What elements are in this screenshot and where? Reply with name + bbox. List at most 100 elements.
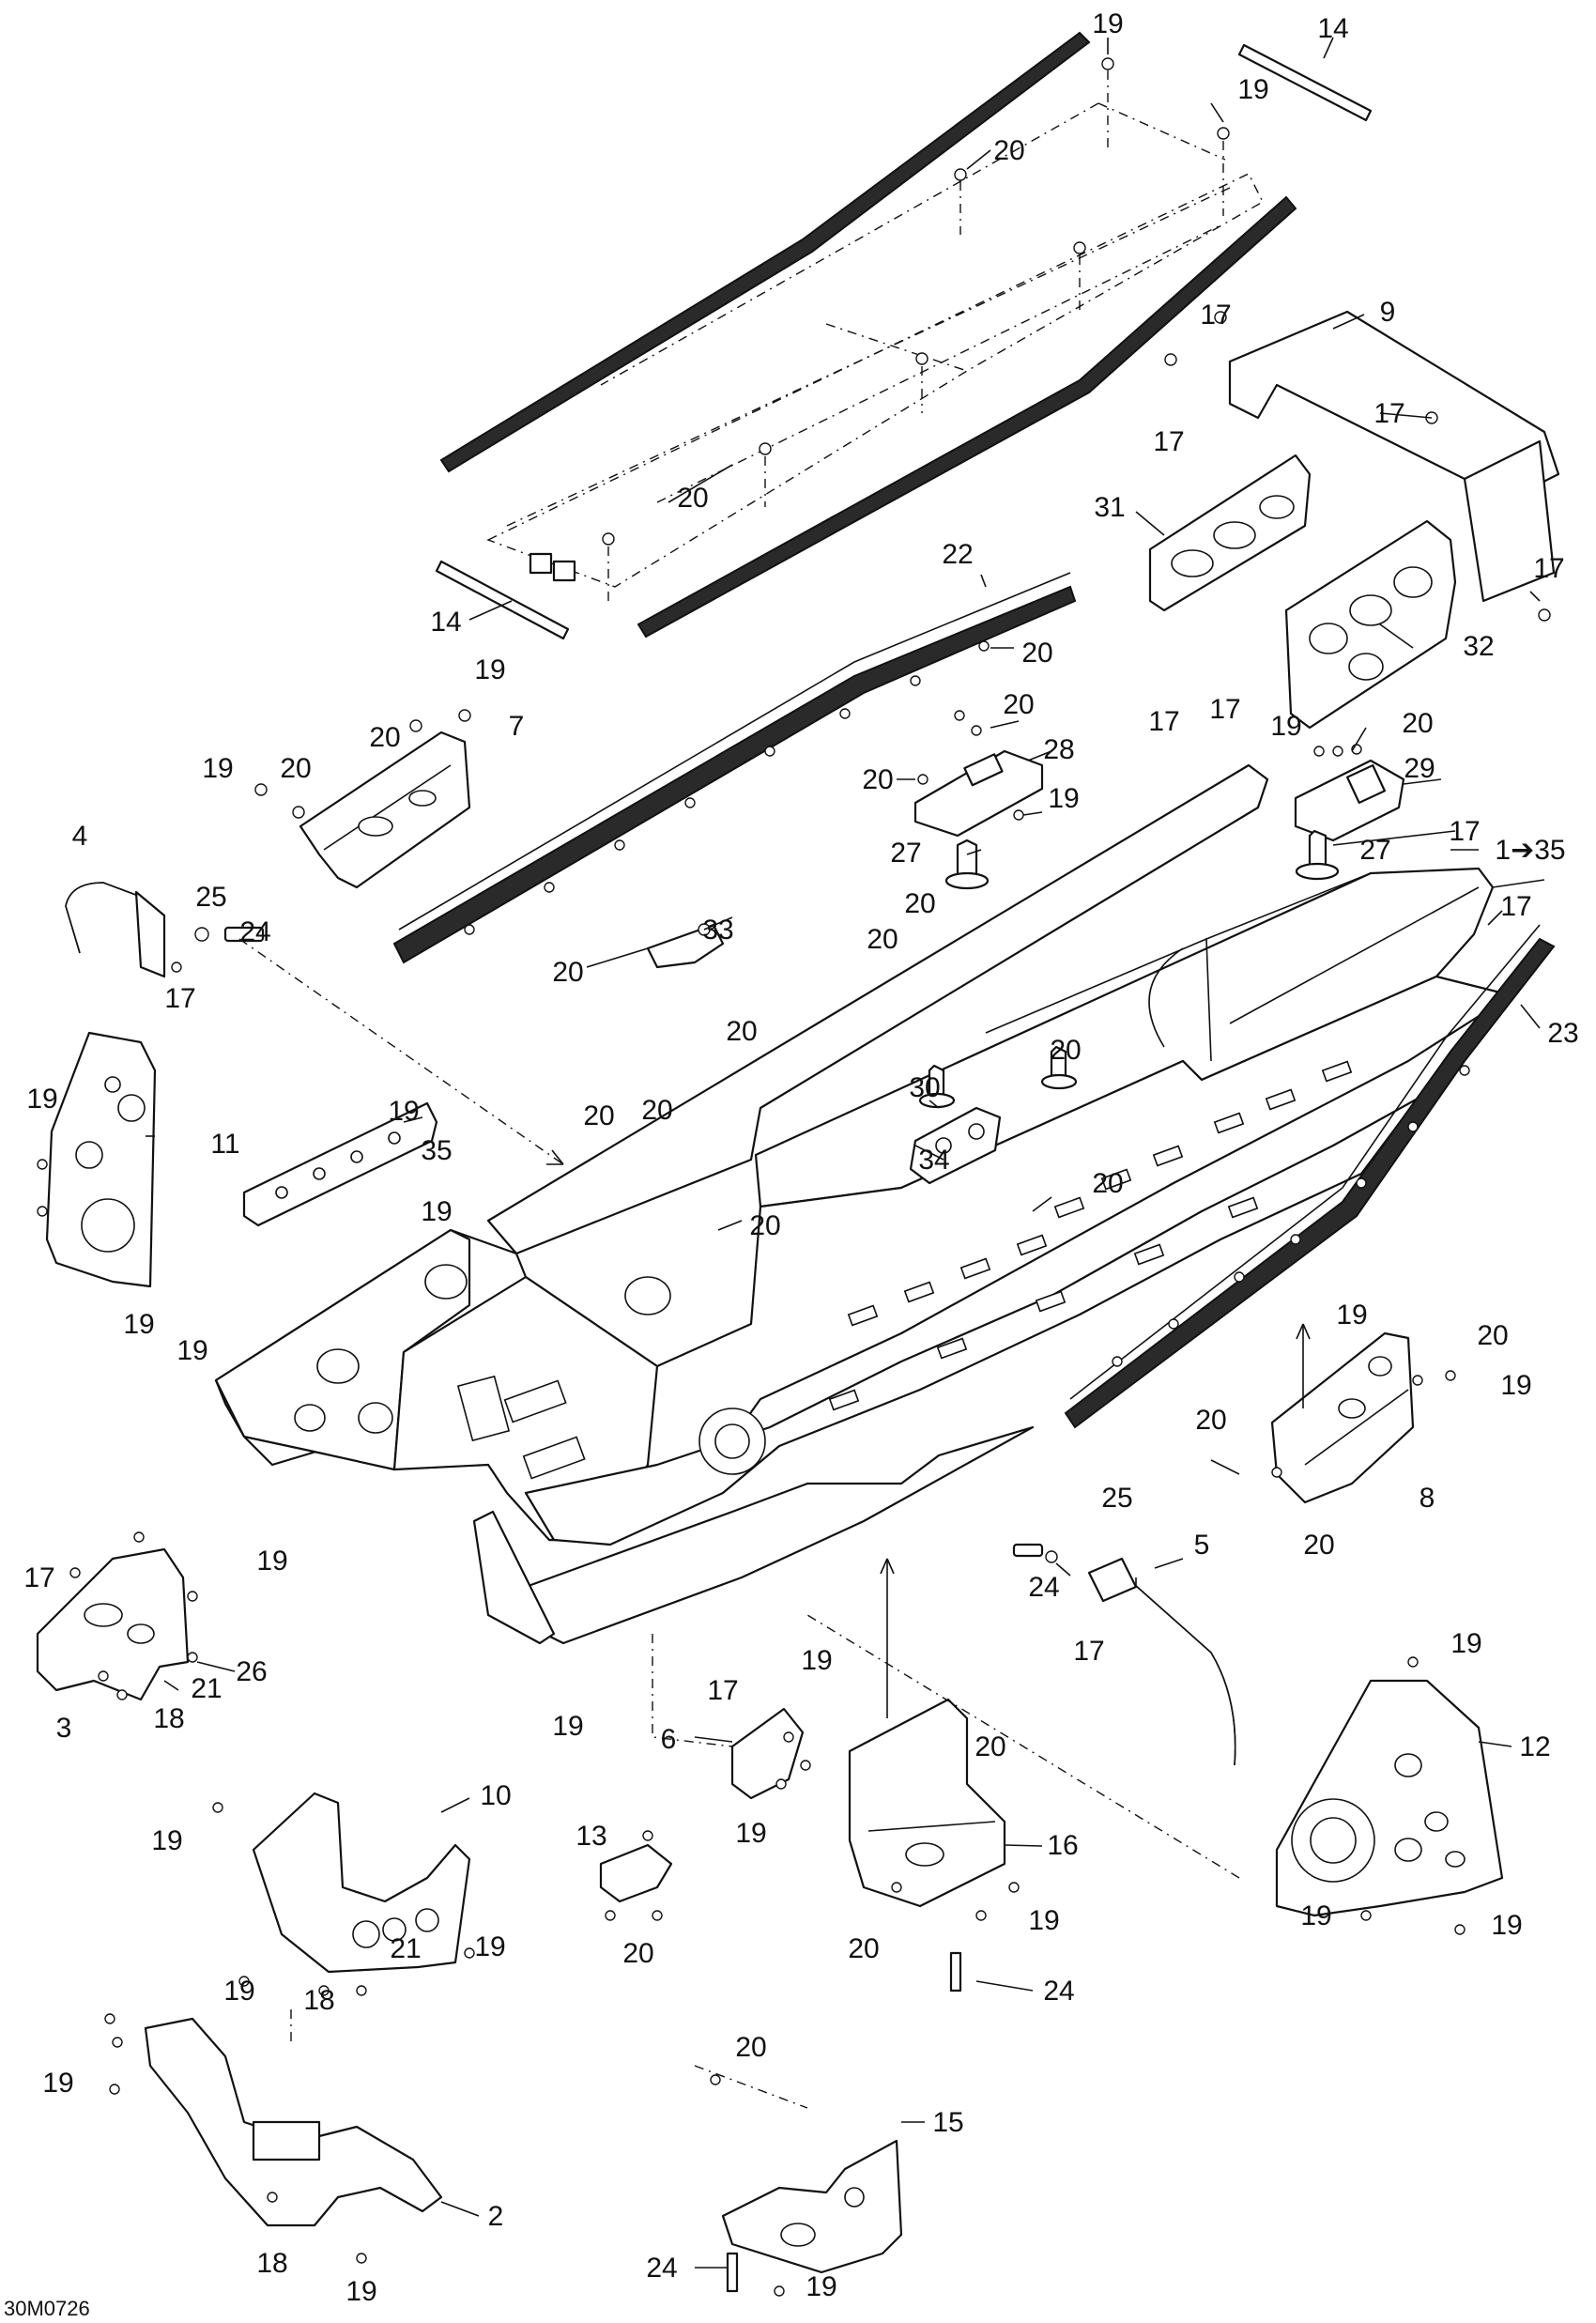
callout-label: 17 [1533,553,1564,584]
callout-label: 27 [890,838,921,869]
plates-33-34-30 [646,923,1078,1185]
callout-label: 21 [191,1673,222,1704]
callout-label: 19 [801,1645,832,1676]
callout-label: 17 [1200,300,1231,331]
callout-label: 19 [1028,1905,1059,1936]
callout-label: 20 [1050,1035,1081,1066]
callout-label: 20 [1092,1168,1123,1199]
bracket-16 [848,1698,1020,1992]
callout-label: 2 [488,2201,504,2232]
rubber-strip-top-left [439,31,1091,473]
assembly-lines [238,938,1311,2109]
callout-label: 19 [806,2271,836,2302]
main-tunnel [214,763,1513,1645]
callout-label: 19 [1092,8,1123,39]
callout-label: 19 [123,1309,154,1340]
callout-label: 33 [702,915,733,946]
callout-label: 20 [1021,638,1052,669]
tunnel-cover-assembly [435,31,1373,640]
callout-label: 24 [646,2253,677,2284]
callout-label: 19 [223,1976,254,2007]
callout-label: 32 [1463,631,1494,662]
plate-11 [37,1031,157,1288]
callout-label: 14 [1317,13,1348,44]
callout-label: 20 [904,888,935,919]
callout-label: 3 [56,1713,72,1744]
callout-label: 20 [867,924,898,955]
plate-35 [242,1101,438,1227]
callout-label: 18 [303,1985,334,2016]
callout-label: 20 [1003,689,1034,720]
callout-label: 19 [474,1931,505,1962]
callout-label: 19 [202,753,233,784]
callout-label: 11 [210,1129,239,1160]
callout-label: 8 [1420,1483,1435,1514]
callout-label: 20 [735,2032,766,2063]
callout-label: 20 [1402,708,1433,739]
callout-label: 19 [388,1096,419,1127]
rail-22 [392,572,1077,964]
callout-label: 19 [26,1084,57,1115]
callout-label: 6 [661,1724,677,1755]
callout-label: 24 [239,916,270,947]
callout-label: 25 [1101,1483,1132,1514]
callout-label: 17 [1148,706,1179,737]
callout-label: 19 [1270,711,1301,742]
callout-label: 20 [552,957,583,988]
plate-12 [1275,1656,1504,1935]
bracket-2 [104,2013,443,2264]
callout-label: 15 [932,2107,963,2138]
callout-label: 29 [1404,753,1435,784]
callout-label: 10 [480,1780,511,1811]
callout-label: 17 [707,1675,738,1706]
callout-label: 19 [1491,1910,1522,1941]
callout-label: 12 [1519,1731,1550,1762]
callout-label: 24 [1043,1976,1074,2007]
callout-label: 19 [176,1335,207,1366]
bracket-3 [36,1531,198,1701]
callout-label: 19 [345,2276,376,2307]
callout-label: 17 [1373,398,1404,429]
callout-label: 20 [583,1100,614,1131]
callout-label: 20 [726,1016,757,1047]
footrest-slots [828,1060,1353,1411]
callout-label: 20 [993,135,1024,166]
rubber-strip-top-right [637,195,1297,638]
brackets-28-29 [913,710,1405,890]
callout-label: 19 [42,2068,73,2099]
callout-label: 27 [1359,835,1390,866]
callout-label: 19 [1500,1370,1531,1401]
callout-label: 19 [421,1196,452,1227]
callout-label: 31 [1094,492,1125,523]
callout-label: 14 [430,607,461,638]
callout-label: 20 [749,1210,780,1241]
callout-labels: 19 14 19 20 17 9 17 17 20 31 17 32 14 22… [4,8,1579,2320]
figure-id: 30M0726 [4,2297,90,2320]
callout-label: 25 [195,882,226,913]
callout-label: 19 [1336,1300,1367,1331]
callout-label: 20 [622,1938,653,1969]
bracket-9-assembly [1148,310,1560,730]
callout-label: 1➔35 [1495,835,1565,866]
callout-label: 16 [1047,1830,1078,1861]
callout-label: 17 [1073,1636,1104,1667]
callout-label: 20 [677,483,708,514]
callout-label: 19 [151,1825,182,1856]
callout-label: 19 [735,1818,766,1849]
leader-lines [146,37,1545,2269]
callout-label: 28 [1043,734,1074,765]
callout-label: 20 [1477,1320,1508,1351]
handle-4 [65,882,265,978]
callout-label: 24 [1028,1572,1059,1603]
callout-label: 18 [153,1703,184,1734]
callout-label: 18 [256,2248,287,2279]
callout-label: 20 [641,1095,672,1126]
callout-label: 20 [1303,1530,1334,1561]
bracket-8 [1270,1331,1456,1504]
callout-label: 26 [236,1656,267,1687]
callout-label: 17 [23,1562,54,1593]
callout-label: 7 [509,711,525,742]
bracket-29 [1294,759,1405,842]
callout-label: 23 [1547,1018,1578,1049]
callout-label: 20 [974,1731,1005,1762]
